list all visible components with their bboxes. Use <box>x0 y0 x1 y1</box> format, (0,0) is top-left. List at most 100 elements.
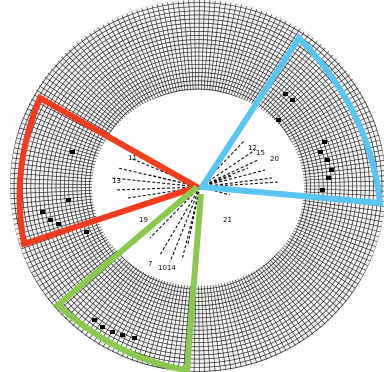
chamber-spoke <box>244 23 291 105</box>
chamber-spoke <box>201 0 205 93</box>
chamber-spoke <box>183 279 191 372</box>
chamber-spoke <box>41 80 119 134</box>
chamber-spoke <box>136 274 168 363</box>
chamber-spoke <box>47 72 123 129</box>
chamber-spoke <box>293 180 384 184</box>
chamber-spoke <box>167 2 183 94</box>
hit-cluster <box>40 210 45 214</box>
chamber-ring <box>72 63 324 311</box>
track-label-19: 19 <box>139 216 148 224</box>
chamber-spoke <box>222 6 247 96</box>
chamber-spoke <box>11 202 104 220</box>
particle-track <box>169 186 201 263</box>
chamber-spoke <box>234 272 272 358</box>
chamber-spoke <box>72 45 135 116</box>
particle-track <box>199 167 249 188</box>
chamber-spoke <box>89 33 144 109</box>
chamber-ring <box>68 59 328 315</box>
track-label-15: 15 <box>256 149 265 157</box>
chamber-spoke <box>172 1 186 93</box>
chamber-spoke <box>209 279 221 371</box>
chamber-spoke <box>263 253 330 321</box>
track-label-20: 20 <box>270 155 279 163</box>
chamber-ring <box>76 68 320 306</box>
chamber-spoke <box>222 276 247 366</box>
chamber-spoke <box>271 246 344 306</box>
particle-track <box>159 186 201 256</box>
chamber-spoke <box>246 26 296 106</box>
chamber-rings <box>9 2 384 372</box>
chamber-ring <box>38 31 358 343</box>
chamber-spoke <box>44 241 121 296</box>
chamber-spoke <box>116 270 158 355</box>
chamber-spoke <box>8 183 103 185</box>
chamber-spoke <box>126 273 163 359</box>
highlighted-sectors <box>16 33 384 372</box>
chamber-spoke <box>214 2 232 94</box>
chamber-spoke <box>219 4 242 95</box>
track-label-21: 21 <box>223 216 232 224</box>
chamber-spoke <box>25 107 111 147</box>
track-label-1014: 1014 <box>158 264 176 272</box>
chamber-spoke <box>17 127 108 157</box>
chamber-spoke <box>13 207 105 231</box>
particle-track <box>199 159 259 188</box>
chamber-spoke <box>8 172 103 180</box>
chamber-spoke <box>227 275 257 363</box>
chamber-spoke <box>224 276 252 365</box>
hit-cluster <box>84 230 89 234</box>
chamber-spoke <box>229 10 263 98</box>
chamber-spoke <box>8 177 103 183</box>
chamber-spoke <box>267 250 337 314</box>
chamber-spoke <box>30 229 114 274</box>
chamber-spoke <box>98 27 148 107</box>
chamber-spoke <box>262 255 326 325</box>
chamber-spoke <box>265 252 334 318</box>
chamber-spoke <box>217 3 237 94</box>
chamber-spoke <box>183 0 191 93</box>
chamber-spoke <box>257 259 318 332</box>
chamber-spoke <box>237 271 277 356</box>
chamber-ring <box>30 22 366 352</box>
chamber-spoke <box>151 5 176 95</box>
hit-cluster <box>283 92 288 96</box>
chamber-spoke <box>188 0 194 93</box>
chamber-spoke <box>172 279 186 371</box>
chamber-spoke <box>292 203 384 223</box>
chamber-spoke <box>198 0 200 93</box>
hit-cluster <box>70 150 75 154</box>
chamber-spoke <box>19 122 108 155</box>
chamber-spoke <box>9 197 103 210</box>
chamber-spoke <box>141 275 170 364</box>
chamber-spoke <box>214 278 232 370</box>
chamber-spoke <box>209 1 221 93</box>
chamber-spoke <box>85 261 142 336</box>
chamber-spoke <box>136 9 168 98</box>
chamber-spoke <box>8 189 103 195</box>
chamber-ring <box>13 6 383 368</box>
particle-track <box>199 169 266 188</box>
chamber-spoke <box>61 251 130 316</box>
chamber-spoke <box>292 201 384 218</box>
chamber-spoke <box>89 263 144 339</box>
chamber-spoke <box>246 266 296 346</box>
hit-cluster <box>320 188 325 192</box>
chamber-spoke <box>76 258 138 330</box>
chamber-ring <box>64 55 332 319</box>
chamber-spoke <box>291 206 384 228</box>
chamber-spoke <box>259 44 322 115</box>
chamber-spoke <box>146 6 173 96</box>
hit-cluster <box>326 176 331 180</box>
chamber-spoke <box>217 278 237 369</box>
hit-cluster <box>92 318 97 322</box>
hit-cluster <box>276 118 281 122</box>
chamber-spoke <box>112 19 155 103</box>
chamber-ring <box>80 72 316 302</box>
chamber-spoke <box>287 219 376 253</box>
chamber-spoke <box>286 221 374 258</box>
chamber-ring <box>85 76 311 298</box>
chamber-spoke <box>203 0 211 93</box>
chamber-spoke <box>219 277 242 368</box>
hit-cluster <box>110 330 115 334</box>
chamber-spoke <box>283 228 368 272</box>
